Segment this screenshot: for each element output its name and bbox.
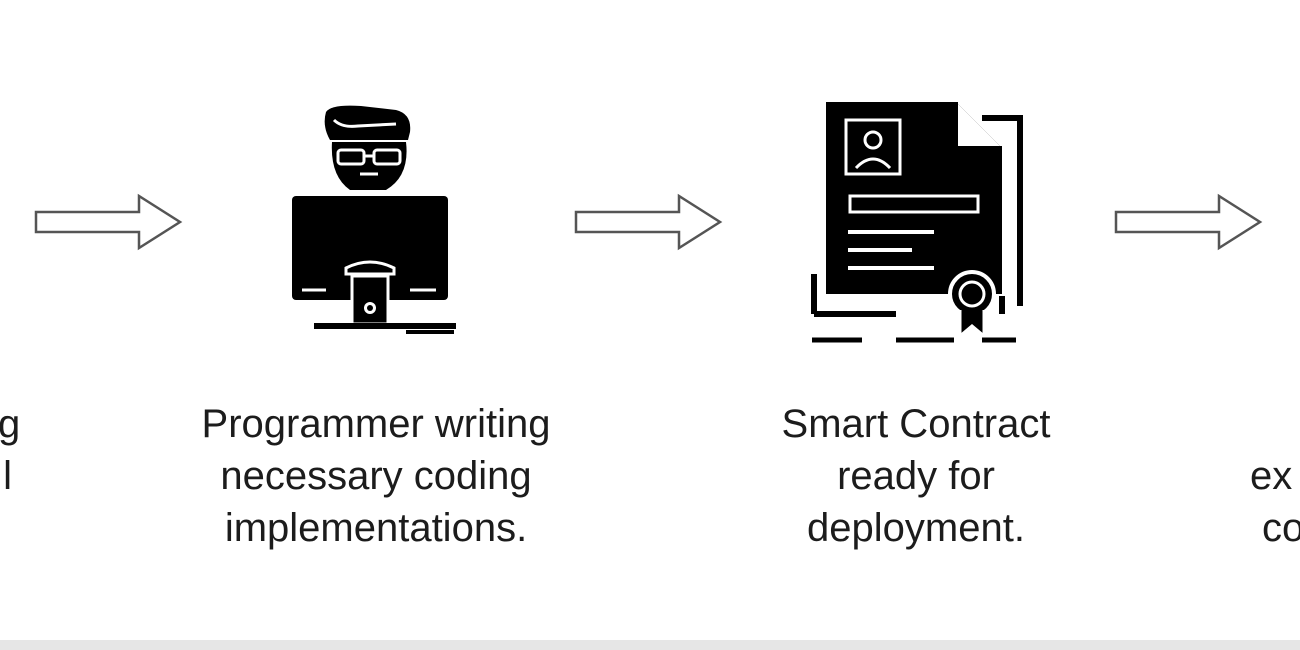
step-2-label: Programmer writing necessary coding impl… [176, 398, 576, 554]
step-3-line-2: ready for [837, 454, 995, 498]
step-1-line-1: g [0, 402, 21, 446]
step-3-label: Smart Contract ready for deployment. [716, 398, 1116, 554]
step-4-line-1 [1250, 398, 1300, 450]
bottom-bar [0, 640, 1300, 650]
step-3-line-3: deployment. [807, 506, 1025, 550]
arrow-right-icon [1114, 193, 1263, 251]
arrow-right-icon [34, 193, 183, 251]
programmer-at-computer-icon [292, 105, 456, 334]
step-4-line-3: co [1262, 506, 1300, 550]
step-3-line-1: Smart Contract [781, 402, 1051, 446]
step-1-line-2: l [3, 454, 12, 498]
step-1-label: g l [0, 398, 21, 502]
step-4-label: ex co [1250, 398, 1300, 554]
arrow-right-icon [574, 193, 723, 251]
step-2-line-3: implementations. [224, 506, 528, 550]
step-4-line-2: ex [1250, 454, 1293, 498]
step-2-line-1: Programmer writing [201, 402, 551, 446]
certificate-document-icon [811, 102, 1023, 343]
step-2-line-2: necessary coding [220, 454, 532, 498]
